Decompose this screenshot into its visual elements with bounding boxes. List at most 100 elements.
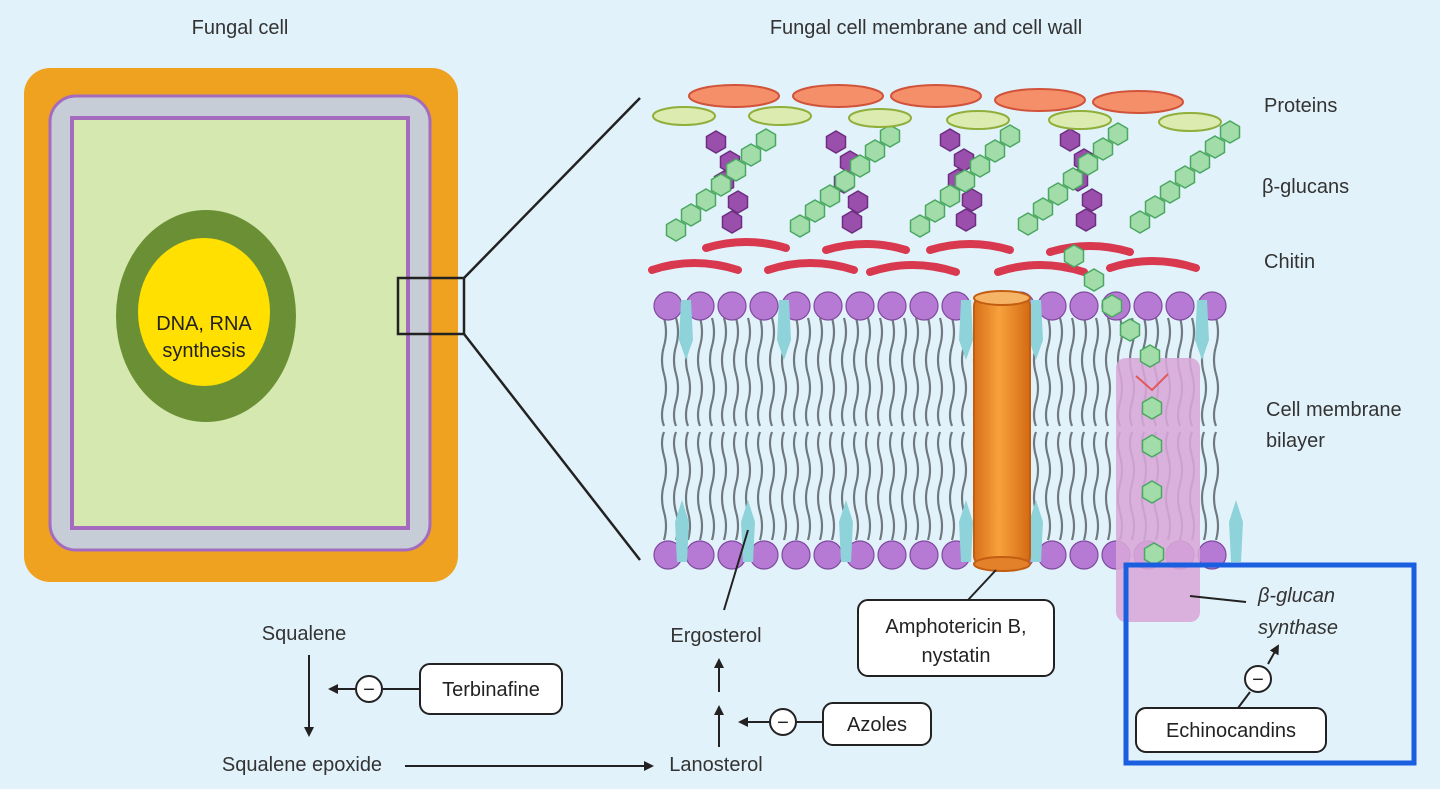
squalene-label: Squalene	[262, 623, 347, 645]
synthase-label-line1: β-glucan	[1257, 585, 1335, 607]
lipid-tail-upper	[816, 317, 824, 427]
lipid-head-upper	[653, 291, 683, 321]
ergosterol-upper	[777, 300, 791, 360]
lipid-tail-lower	[684, 431, 692, 541]
lipid-tail-upper	[1056, 317, 1064, 427]
synthase-label-line2: synthase	[1258, 617, 1338, 639]
lipid-head-upper	[1165, 291, 1195, 321]
lipid-tail-lower	[900, 431, 908, 541]
fungal-cell-title: Fungal cell	[192, 17, 289, 39]
lipid-head-upper	[749, 291, 779, 321]
ergosterol-molecules	[675, 300, 1243, 562]
lipid-tail-lower	[1092, 431, 1100, 541]
lipid-head-lower	[877, 540, 907, 570]
purple-glucan-unit	[961, 188, 983, 212]
lipid-tail-upper	[696, 317, 704, 427]
lipid-head-upper	[877, 291, 907, 321]
lipid-tail-lower	[660, 431, 668, 541]
lipid-tail-lower	[816, 431, 824, 541]
beta-glucan-layer	[665, 120, 1241, 242]
membrane-wall-title: Fungal cell membrane and cell wall	[770, 17, 1082, 39]
terbinafine-inhibit-sign: −	[363, 679, 375, 701]
lipid-head-lower	[685, 540, 715, 570]
lipid-tail-upper	[900, 317, 908, 427]
lipid-tail-lower	[936, 431, 944, 541]
purple-glucan-unit	[721, 210, 743, 234]
nucleus-label-line1: DNA, RNA	[156, 313, 252, 335]
amphotericin-callout: Amphotericin B, nystatin	[857, 569, 1055, 677]
lipid-tail-upper	[720, 317, 728, 427]
chitin-strand	[648, 259, 742, 274]
purple-glucan-unit	[825, 130, 847, 154]
green-glucan-unit	[909, 214, 931, 238]
lipid-tail-lower	[1200, 431, 1208, 541]
lipid-head-lower	[909, 540, 939, 570]
lipid-tail-upper	[792, 317, 800, 427]
lipid-head-lower	[717, 540, 747, 570]
label-chitin: Chitin	[1264, 251, 1315, 273]
lipid-tail-upper	[876, 317, 884, 427]
lipid-tail-upper	[912, 317, 920, 427]
lipid-tail-lower	[828, 431, 836, 541]
lipid-tail-lower	[876, 431, 884, 541]
green-glucan-unit	[789, 214, 811, 238]
echinocandin-connector	[1237, 691, 1251, 709]
green-glucan-unit	[1032, 197, 1054, 221]
lipid-tail-lower	[768, 431, 776, 541]
ergosterol-lower	[1029, 500, 1043, 562]
lipid-tail-upper	[708, 317, 716, 427]
green-glucan-unit	[939, 184, 961, 208]
echinocandin-panel: β-glucan synthase − Echinocandins	[1123, 562, 1417, 766]
lipid-tail-lower	[924, 431, 932, 541]
lipid-tail-upper	[1044, 317, 1052, 427]
lipid-tail-lower	[1068, 431, 1076, 541]
lipid-tail-upper	[1104, 317, 1112, 427]
lipid-tail-lower	[780, 431, 788, 541]
chitin-strand	[866, 261, 960, 276]
green-glucan-unit	[834, 169, 856, 193]
echinocandin-inhibit-symbol	[1244, 665, 1272, 693]
lipid-tail-upper	[660, 317, 668, 427]
chitin-strand	[994, 261, 1088, 276]
azoles-inhibition: Azoles −	[738, 702, 932, 746]
synthase-glucan-unit	[1141, 480, 1163, 504]
lipid-head-lower	[781, 540, 811, 570]
amphotericin-label-line2: nystatin	[922, 645, 991, 667]
terbinafine-label: Terbinafine	[442, 679, 540, 701]
lipid-head-upper	[813, 291, 843, 321]
lipid-tail-upper	[828, 317, 836, 427]
label-beta-glucans: β-glucans	[1262, 176, 1349, 198]
lipid-tail-upper	[732, 317, 740, 427]
purple-glucan-unit	[939, 128, 961, 152]
lipid-tail-lower	[1044, 431, 1052, 541]
lipid-tail-upper	[1068, 317, 1076, 427]
lipid-tail-lower	[1080, 431, 1088, 541]
lipid-head-lower	[813, 540, 843, 570]
green-glucan-unit	[1174, 165, 1196, 189]
lipid-tail-upper	[1080, 317, 1088, 427]
green-glucan-unit	[665, 218, 687, 242]
lipid-tail-upper	[888, 317, 896, 427]
lipid-head-lower	[749, 540, 779, 570]
nucleolus	[138, 238, 270, 386]
green-glucan-unit	[740, 143, 762, 167]
label-membrane-line1: Cell membrane	[1266, 399, 1402, 421]
lipid-tail-lower	[1104, 431, 1112, 541]
echinocandins-label: Echinocandins	[1166, 720, 1296, 742]
azoles-label: Azoles	[847, 714, 907, 736]
amphotericin-channel	[973, 290, 1031, 572]
synthase-glucan-unit	[1139, 344, 1161, 368]
green-glucan-unit	[1047, 182, 1069, 206]
purple-glucan-unit	[847, 190, 869, 214]
synthase-active-site	[1135, 373, 1169, 392]
purple-glucan-unit	[955, 208, 977, 232]
green-glucan-unit	[1189, 150, 1211, 174]
green-glucan-unit	[1107, 122, 1129, 146]
lipid-tail-upper	[924, 317, 932, 427]
green-glucan-unit	[849, 154, 871, 178]
echinocandin-inhibit-arrow	[1267, 644, 1279, 665]
lipid-tail-lower	[864, 431, 872, 541]
synthase-glucan-chain	[1063, 244, 1165, 566]
lipid-tail-upper	[1212, 317, 1220, 427]
